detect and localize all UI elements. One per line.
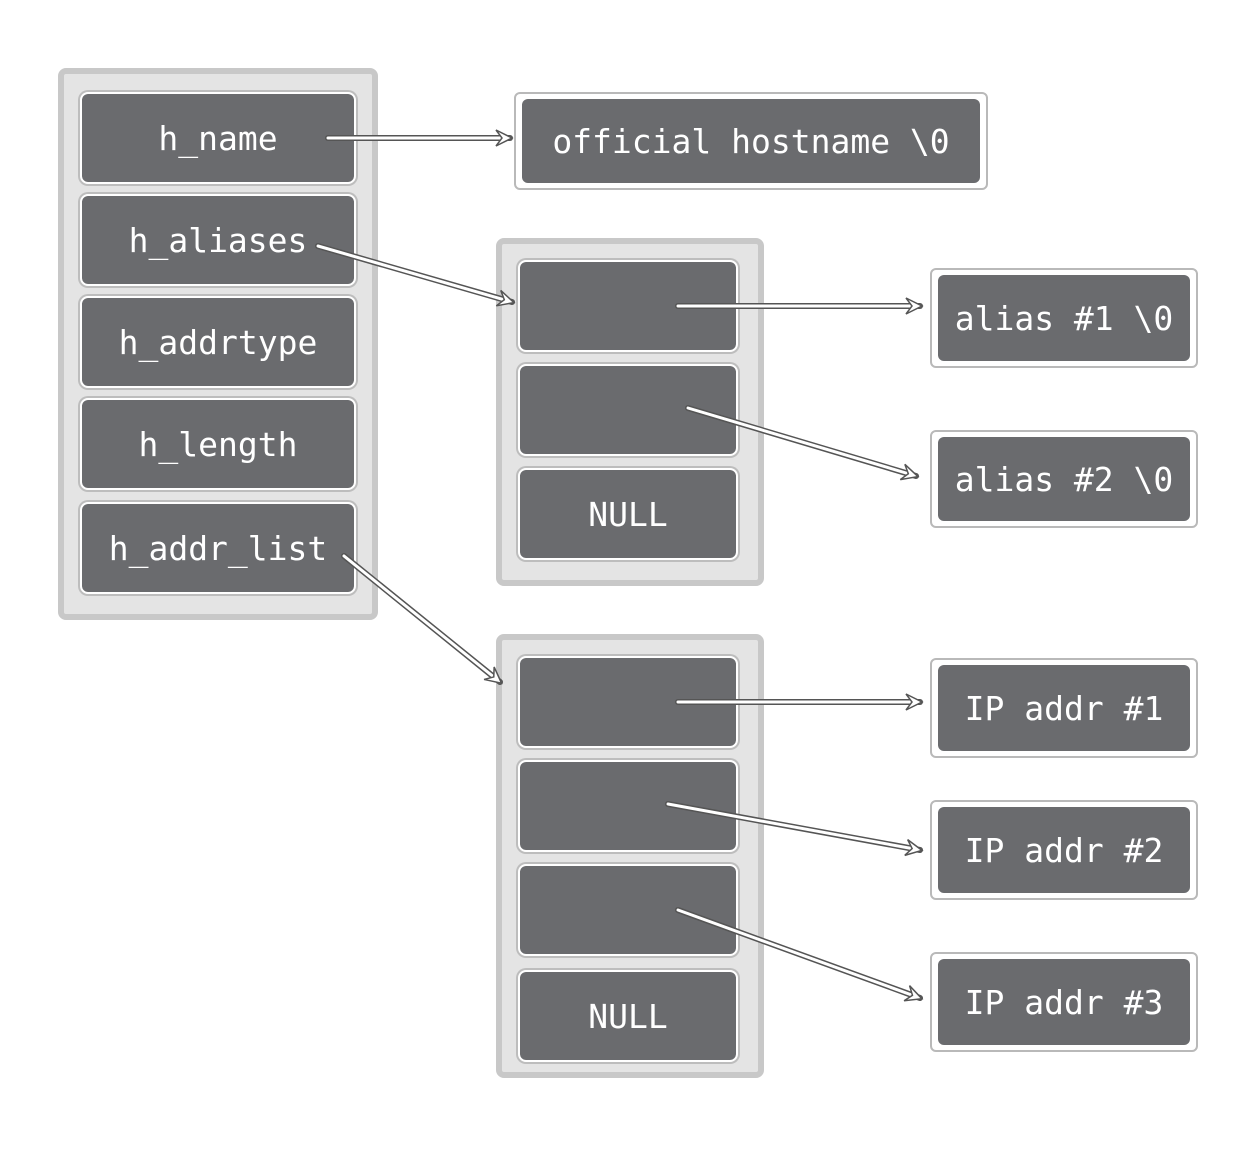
ip-addr-1: IP addr #1 [938,665,1190,751]
aliases-null: NULL [518,468,738,560]
alias-2: alias #2 \0 [938,437,1190,521]
arrow-alias-2 [685,405,920,481]
field-h-aliases: h_aliases [80,194,356,286]
alias-1: alias #1 \0 [938,275,1190,361]
ip-addr-2: IP addr #2 [938,807,1190,893]
addr-pointer-2 [518,760,738,852]
official-hostname: official hostname \0 [522,99,980,183]
addr-pointer-3 [518,864,738,956]
arrow-h-aliases [315,243,516,307]
field-h-addrtype: h_addrtype [80,296,356,388]
arrow-ip-2 [665,801,924,857]
field-h-length: h_length [80,398,356,490]
arrow-h-addr-list [341,553,503,685]
ip-addr-3: IP addr #3 [938,959,1190,1045]
field-h-addr-list: h_addr_list [80,502,356,594]
addr-list-null: NULL [518,970,738,1062]
arrow-ip-3 [675,907,924,1002]
field-h-name: h_name [80,92,356,184]
